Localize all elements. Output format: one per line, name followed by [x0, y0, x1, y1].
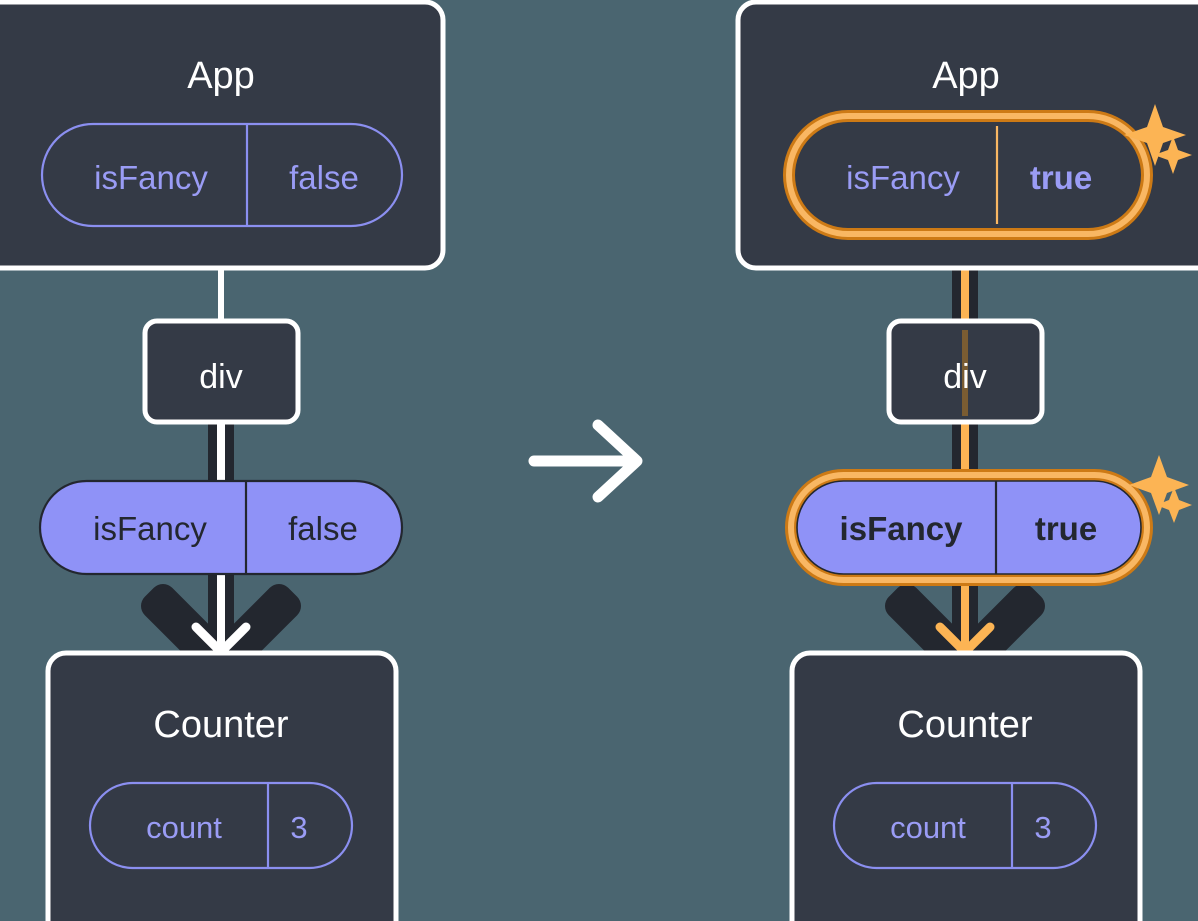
pill-key-label: isFancy — [846, 159, 960, 196]
node-div-title-after: div — [943, 358, 986, 396]
node-div-after[interactable]: div — [886, 318, 1045, 425]
node-div-title-before: div — [199, 358, 242, 396]
transition-arrow-right-icon — [528, 419, 643, 503]
pill-key-label: isFancy — [93, 510, 207, 547]
pill-isfancy-prop-before[interactable]: isFancy false — [38, 479, 404, 576]
node-app-title-before: App — [187, 55, 255, 97]
pill-value-label: false — [289, 159, 359, 196]
pill-key-label: count — [146, 810, 222, 845]
edge-app-to-div-before — [218, 262, 224, 324]
node-app-title-after: App — [932, 55, 1000, 97]
node-div-before[interactable]: div — [142, 318, 301, 425]
pill-isfancy-app-before[interactable]: isFancy false — [40, 122, 404, 228]
node-app-after[interactable]: App isFancy true — [735, 0, 1198, 271]
node-counter-title-after: Counter — [897, 704, 1033, 746]
sparkle-icon — [1129, 455, 1189, 515]
sparkle-icon — [1156, 487, 1192, 523]
pill-key-label: count — [890, 810, 966, 845]
pill-key-label: isFancy — [840, 510, 964, 547]
edge-div-to-pill-before — [208, 415, 234, 487]
pill-value-label: 3 — [290, 810, 307, 845]
sparkle-icon — [1124, 104, 1186, 166]
pill-key-label: isFancy — [94, 159, 208, 196]
pill-value-label: 3 — [1034, 810, 1051, 845]
sparkle-icon — [1154, 136, 1192, 174]
node-counter-title-before: Counter — [153, 704, 289, 746]
panel-before: App isFancy false div isFancy false — [0, 0, 446, 921]
pill-count-counter-after[interactable]: count 3 — [832, 781, 1098, 870]
node-app-before[interactable]: App isFancy false — [0, 0, 446, 271]
node-counter-before[interactable]: Counter count 3 — [45, 650, 399, 921]
pill-isfancy-prop-after[interactable]: isFancy true — [785, 469, 1153, 586]
arrow-pill-to-counter-before — [141, 560, 301, 677]
panel-after: App isFancy true — [735, 0, 1198, 921]
pill-value-label: true — [1030, 159, 1092, 196]
pill-value-label: false — [288, 510, 358, 547]
pill-value-label: true — [1035, 510, 1097, 547]
pill-isfancy-app-after[interactable]: isFancy true — [783, 110, 1153, 240]
node-counter-after[interactable]: Counter count 3 — [789, 650, 1143, 921]
pill-count-counter-before[interactable]: count 3 — [88, 781, 354, 870]
